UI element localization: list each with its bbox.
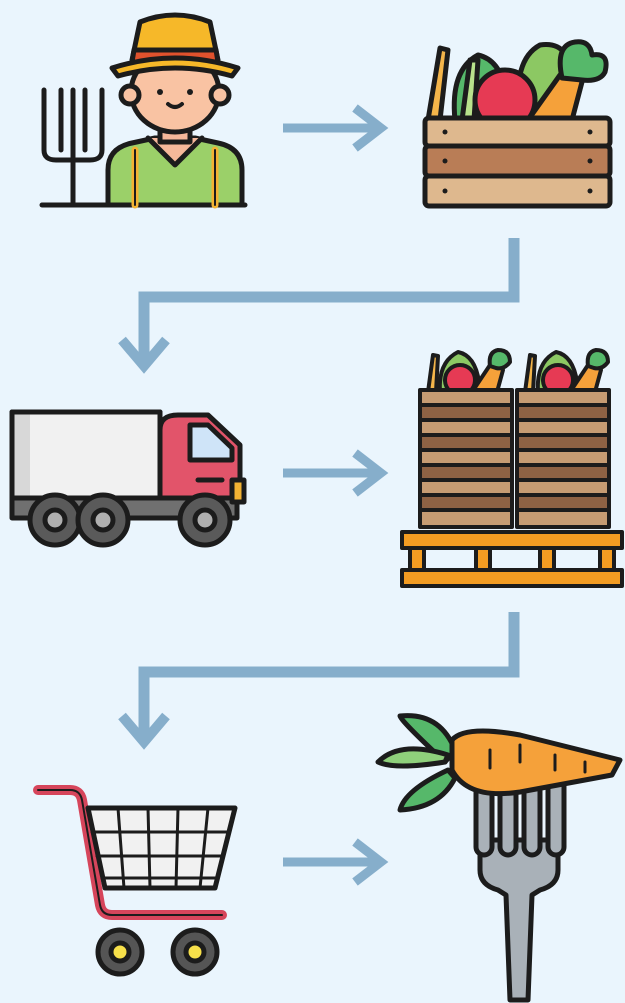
shopping-cart-icon — [38, 790, 235, 974]
connector-farmer-to-crate — [283, 108, 381, 148]
connector-crate-to-truck — [122, 238, 514, 366]
delivery-truck-icon — [12, 412, 244, 545]
connector-cart-to-fork — [283, 842, 381, 882]
carrot-on-fork-icon — [378, 716, 620, 1000]
connector-pallet-to-cart — [122, 612, 514, 742]
pallet-crates-icon — [402, 350, 622, 586]
vegetable-crate-icon — [425, 42, 610, 206]
connector-truck-to-pallet — [283, 453, 381, 493]
farmer-icon — [42, 15, 245, 205]
